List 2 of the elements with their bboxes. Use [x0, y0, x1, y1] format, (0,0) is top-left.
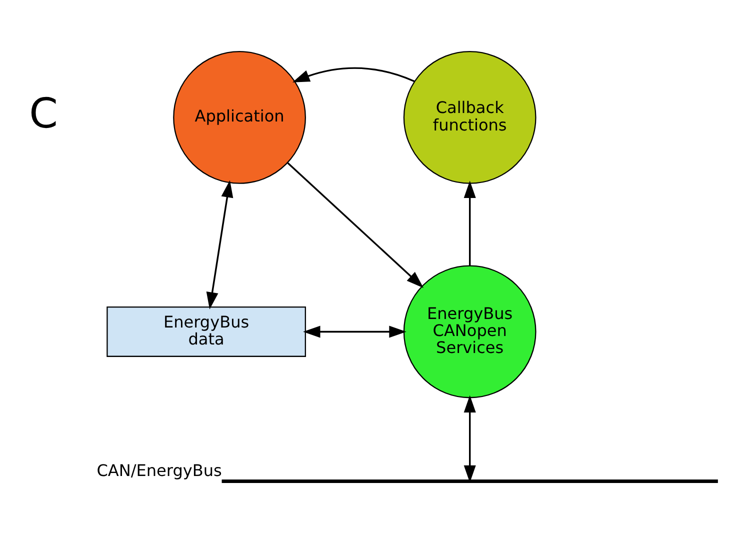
label: C — [29, 90, 58, 138]
node-label: CAN/EnergyBus — [96, 460, 222, 480]
